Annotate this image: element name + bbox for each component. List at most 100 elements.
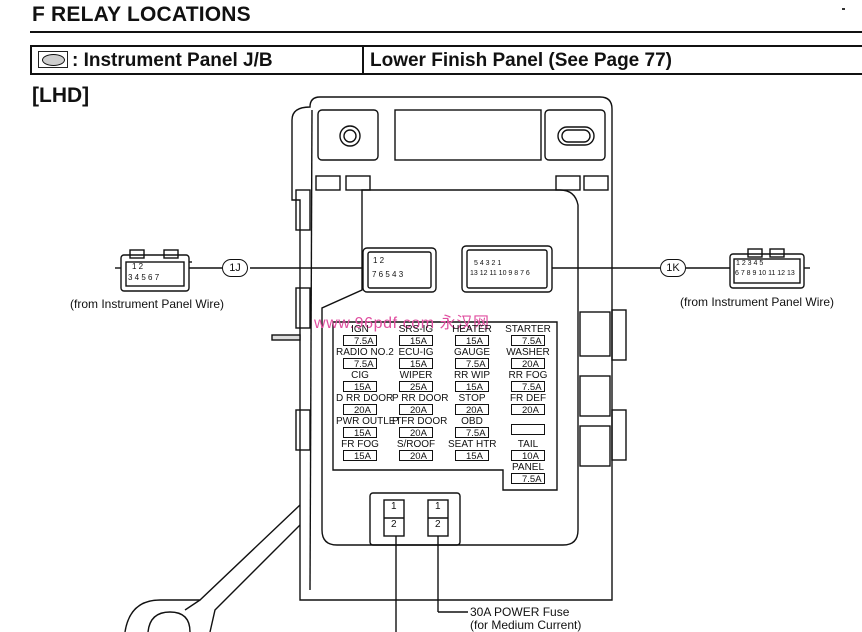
fuse-amperage: 15A xyxy=(399,335,433,347)
jb-connector-1k xyxy=(461,245,553,293)
fuse-amperage: 15A xyxy=(343,381,377,393)
conn-1k-pins-bottom: 6 7 8 9 10 11 12 13 xyxy=(735,270,795,277)
connector-1j-source: (from Instrument Panel Wire) xyxy=(70,297,225,311)
connector-1k-source: (from Instrument Panel Wire) xyxy=(680,295,835,309)
watermark: www.96pdf.com 永汉网 xyxy=(314,315,490,332)
fuse-amperage: 20A xyxy=(399,427,433,439)
fuse-name: RR WIP xyxy=(453,370,491,381)
fuse-empty-box xyxy=(511,424,545,435)
fuse-amperage: 10A xyxy=(511,450,545,462)
fuse-name: P RR DOOR xyxy=(392,393,449,404)
power-fuse-sublabel: (for Medium Current) xyxy=(470,618,582,632)
fuse-name: WIPER xyxy=(399,370,433,381)
fuse-name: P FR DOOR xyxy=(392,416,448,427)
jb-1k-pins-bottom: 13 12 11 10 9 8 7 6 xyxy=(470,270,530,277)
fuse-name: CIG xyxy=(351,370,369,381)
fuse-amperage: 7.5A xyxy=(343,335,377,347)
corner-mark xyxy=(842,8,845,10)
fuse-slot-empty xyxy=(504,424,552,435)
power-fuse-label: 30A POWER Fuse xyxy=(470,605,570,619)
page-title: F RELAY LOCATIONS xyxy=(32,3,251,26)
fuse-name: RR FOG xyxy=(508,370,548,381)
jb-outer-housing xyxy=(291,96,613,601)
fuse-amperage: 20A xyxy=(511,358,545,370)
fuse-name: S/ROOF xyxy=(396,439,436,450)
connector-tag-1k: 1K xyxy=(660,259,686,277)
location-header: : Instrument Panel J/B Lower Finish Pane… xyxy=(30,45,862,75)
junction-block-label: : Instrument Panel J/B xyxy=(72,50,273,71)
fuse-name: OBD xyxy=(461,416,483,427)
fuse-amperage: 20A xyxy=(455,404,489,416)
fuse-amperage: 15A xyxy=(455,450,489,462)
fuse-amperage: 20A xyxy=(399,450,433,462)
fuse-amperage: 7.5A xyxy=(455,358,489,370)
fuse-name: WASHER xyxy=(506,347,550,358)
jb-1j-pins-top: 1 2 xyxy=(373,256,385,265)
fuse-name: PWR OUTLET xyxy=(336,416,402,427)
fuse-amperage: 7.5A xyxy=(511,381,545,393)
bolt-hole-right xyxy=(557,126,595,146)
power-fuse-1-bottom: 2 xyxy=(391,519,397,530)
conn-1k-pins-top: 1 2 3 4 5 xyxy=(736,260,764,267)
variant-label: [LHD] xyxy=(32,84,90,107)
connector-tag-1j: 1J xyxy=(222,259,248,277)
fuse-name: STARTER xyxy=(505,324,551,335)
external-connector-1j xyxy=(115,249,192,292)
fuse-name: D RR DOOR xyxy=(336,393,394,404)
junction-block-location: Lower Finish Panel (See Page 77) xyxy=(370,50,672,71)
jb-1j-pins-bottom: 7 6 5 4 3 xyxy=(372,270,404,279)
jb-1k-pins-top: 5 4 3 2 1 xyxy=(474,260,502,267)
fuse-name: FR FOG xyxy=(341,439,379,450)
fuse-amperage: 15A xyxy=(343,450,377,462)
fuse-amperage: 7.5A xyxy=(455,427,489,439)
conn-1j-pins-bottom: 3 4 5 6 7 xyxy=(128,273,160,282)
fuse-amperage: 20A xyxy=(511,404,545,416)
conn-1j-pins-top: 1 2 xyxy=(132,262,144,271)
mount-bracket xyxy=(124,504,301,632)
fuse-amperage: 15A xyxy=(455,335,489,347)
title-underline xyxy=(30,31,862,33)
fuse-name: STOP xyxy=(458,393,486,404)
oval-shape xyxy=(42,54,65,66)
power-fuse-holder xyxy=(369,492,461,546)
fuse-name: HEATER xyxy=(452,324,492,335)
jb-connector-1j xyxy=(362,247,437,293)
header-divider xyxy=(362,47,364,73)
power-fuse-2-bottom: 2 xyxy=(435,519,441,530)
fuse-name: IGN xyxy=(351,324,369,335)
fuse-name: RADIO NO.2 xyxy=(336,347,394,358)
power-fuse-1-top: 1 xyxy=(391,501,397,512)
fuse-name: SRS-IG xyxy=(398,324,434,335)
external-connector-1k xyxy=(729,248,810,289)
power-fuse-2-top: 1 xyxy=(435,501,441,512)
fuse-amperage: 15A xyxy=(455,381,489,393)
top-mount-right xyxy=(544,109,606,161)
fuse-name: ECU-IG xyxy=(398,347,434,358)
fuse-amperage: 25A xyxy=(399,381,433,393)
top-mount-left xyxy=(317,109,379,161)
fuse-amperage: 15A xyxy=(399,358,433,370)
fuse-name: SEAT HTR xyxy=(448,439,497,450)
